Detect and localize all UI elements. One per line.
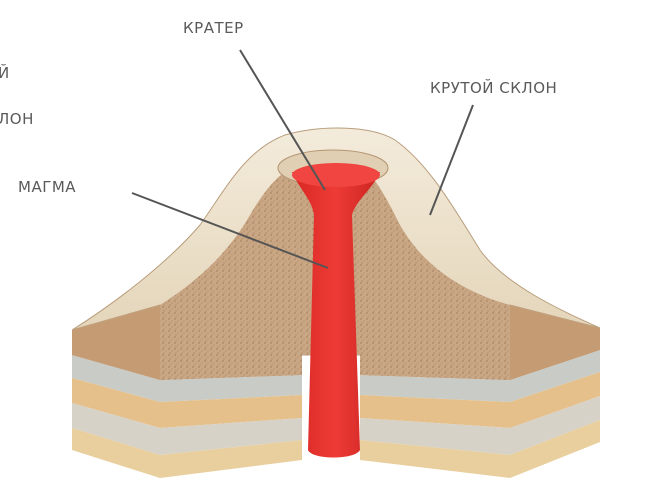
- magma-crater-top: [292, 163, 380, 187]
- left-cut-label-top: Й: [0, 63, 10, 82]
- steep-slope-label: КРУТОЙ СКЛОН: [430, 78, 557, 97]
- magma-label: МАГМА: [18, 178, 76, 196]
- steep-slope-leader-line: [430, 105, 473, 215]
- crater-label: КРАТЕР: [183, 19, 244, 37]
- left-cut-label-bottom: ЛОН: [0, 110, 34, 128]
